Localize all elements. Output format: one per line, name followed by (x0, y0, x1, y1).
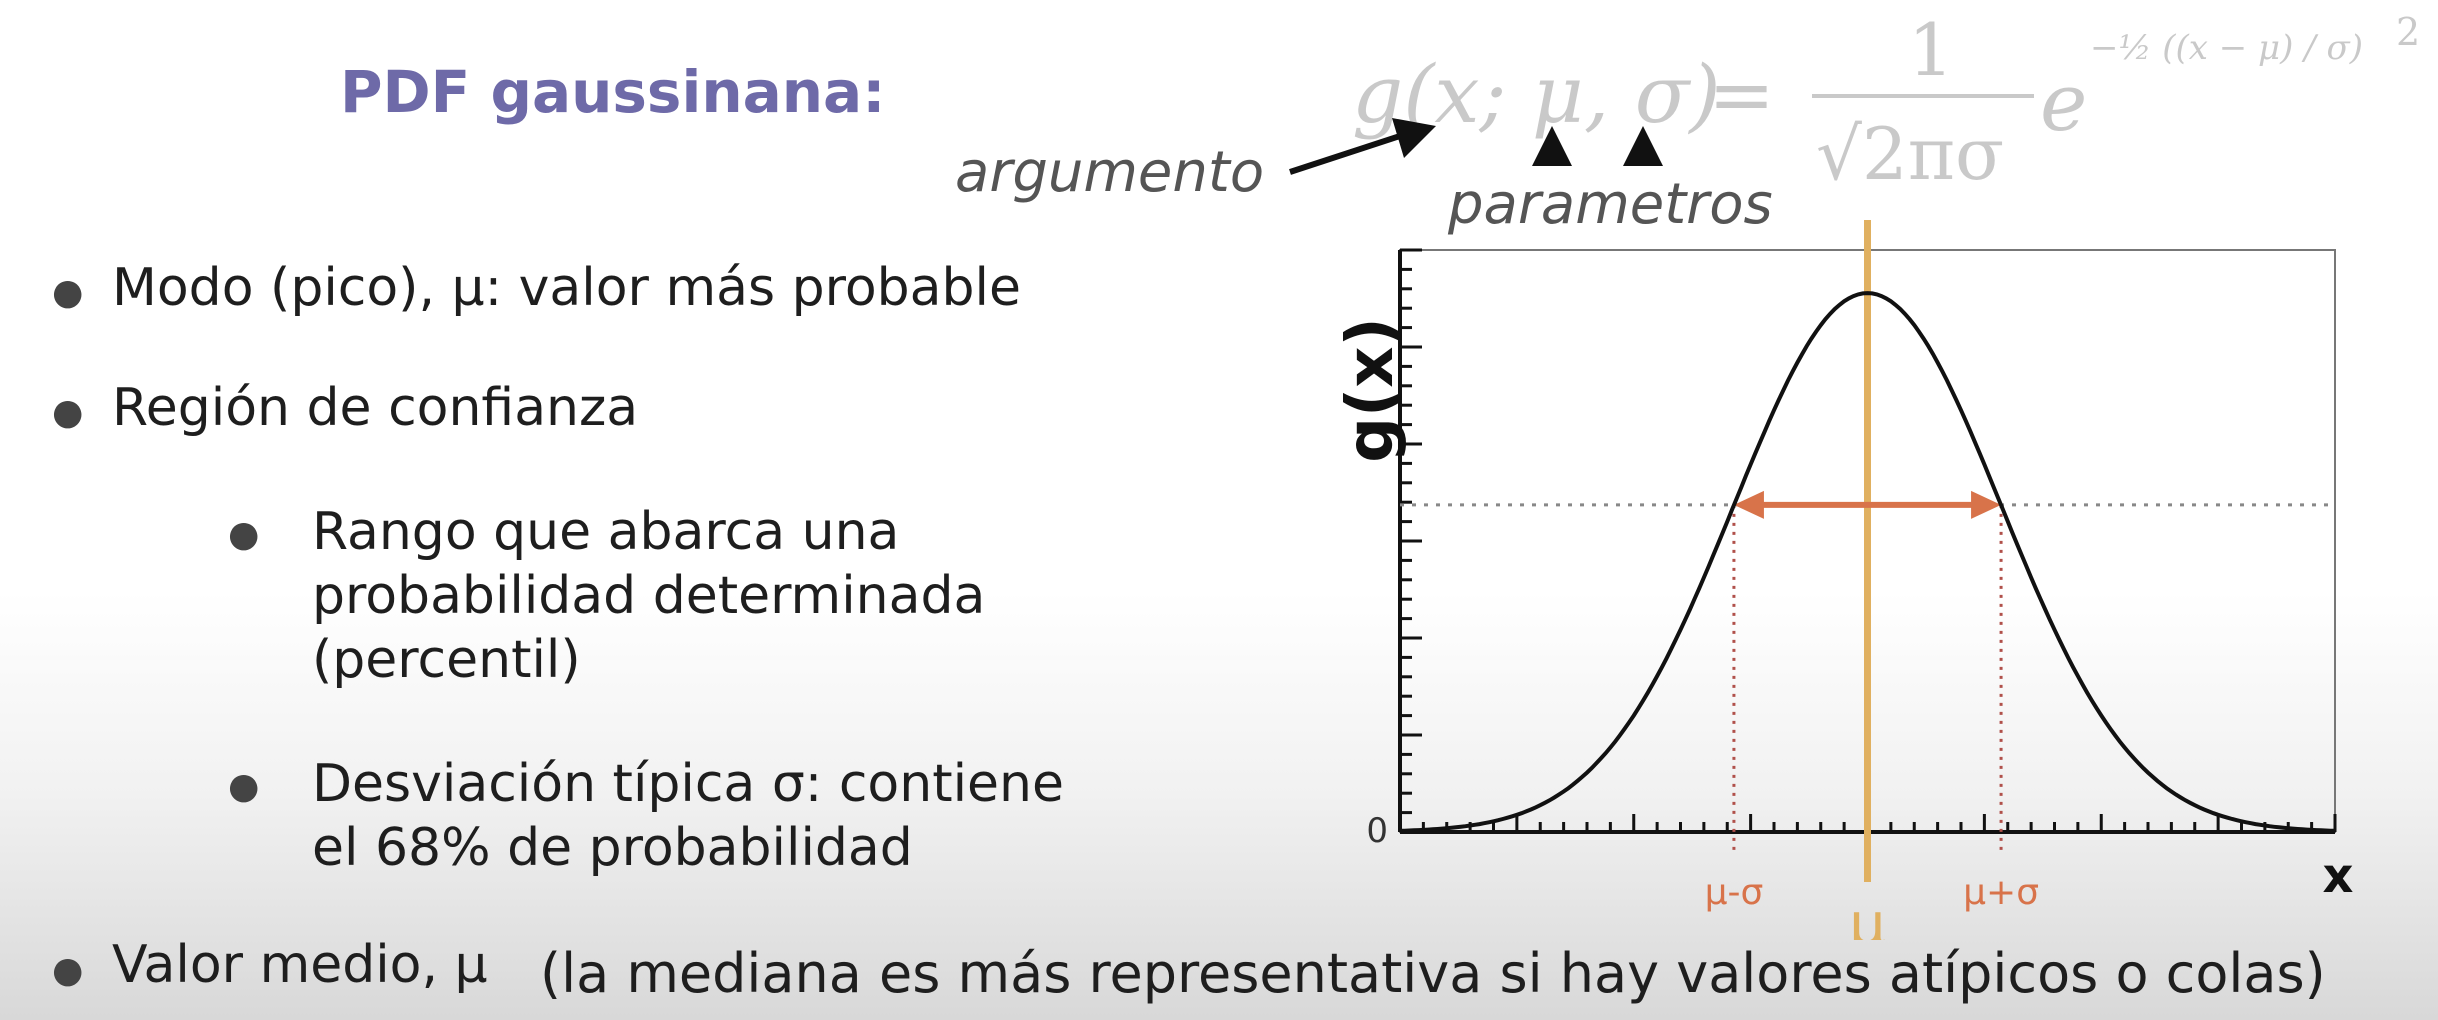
formula-numerator: 1 (1908, 8, 1954, 92)
bullet-mean: Valor medio, μ (112, 935, 488, 995)
x-axis-label: x (2323, 848, 2354, 904)
mu-marker-arrow (1532, 126, 1572, 166)
sub-bullet-range-line: Rango que abarca una (312, 502, 900, 562)
argument-arrow-line (1289, 133, 1401, 175)
annotation-arrows (1289, 118, 1663, 175)
x-tick-label-mu: μ (1849, 890, 1886, 940)
annotation-argumento: argumento (955, 140, 1265, 205)
sigma-range-arrow-head-left (1733, 490, 1764, 519)
sigma-range-arrow-head-right (1971, 490, 2002, 519)
sub-bullet-range-line: (percentil) (312, 630, 581, 690)
sub-bullet-std-dev-line: Desviación típica σ: contiene (312, 754, 1064, 814)
sub-bullet-dot: ● (228, 514, 260, 555)
sigma-marker-arrow (1623, 126, 1663, 166)
formula-fraction-bar (1812, 94, 2034, 98)
formula-exponent-power: 2 (2396, 10, 2421, 54)
x-tick-label-mu-minus-sigma: μ-σ (1705, 872, 1764, 913)
formula-base: e (2040, 56, 2088, 149)
slide-title: PDF gaussinana: (340, 58, 886, 126)
x-tick-label-mu-plus-sigma: μ+σ (1963, 872, 2039, 913)
sub-bullet-range: Rango que abarca una probabilidad determ… (312, 500, 985, 692)
bullet-mode: Modo (pico), μ: valor más probable (112, 258, 1021, 318)
gaussian-chart: g(x) x 0 μ-σ μ μ+σ (1334, 220, 2354, 940)
bullet-mean-note: (la mediana es más representativa si hay… (540, 942, 2326, 1005)
y-tick-label-zero: 0 (1366, 811, 1388, 851)
annotation-parametros: parametros (1448, 172, 1773, 237)
sub-bullet-std-dev: Desviación típica σ: contiene el 68% de … (312, 752, 1064, 880)
formula-denominator: √2πσ (1816, 112, 2005, 196)
gaussian-curve (1399, 291, 2336, 833)
formula-equals: = (1708, 48, 1776, 141)
y-axis-label: g(x) (1334, 317, 1408, 463)
argument-arrow-head (1392, 118, 1436, 158)
sub-bullet-std-dev-line: el 68% de probabilidad (312, 818, 913, 878)
bullet-dot: ● (52, 272, 84, 313)
sub-bullet-dot: ● (228, 766, 260, 807)
sub-bullet-range-line: probabilidad determinada (312, 566, 986, 626)
formula-exponent: −½ ((x − μ) / σ) (2090, 28, 2363, 68)
bullet-confidence-region: Región de confianza (112, 378, 639, 438)
bullet-dot: ● (52, 950, 84, 991)
bullet-dot: ● (52, 392, 84, 433)
